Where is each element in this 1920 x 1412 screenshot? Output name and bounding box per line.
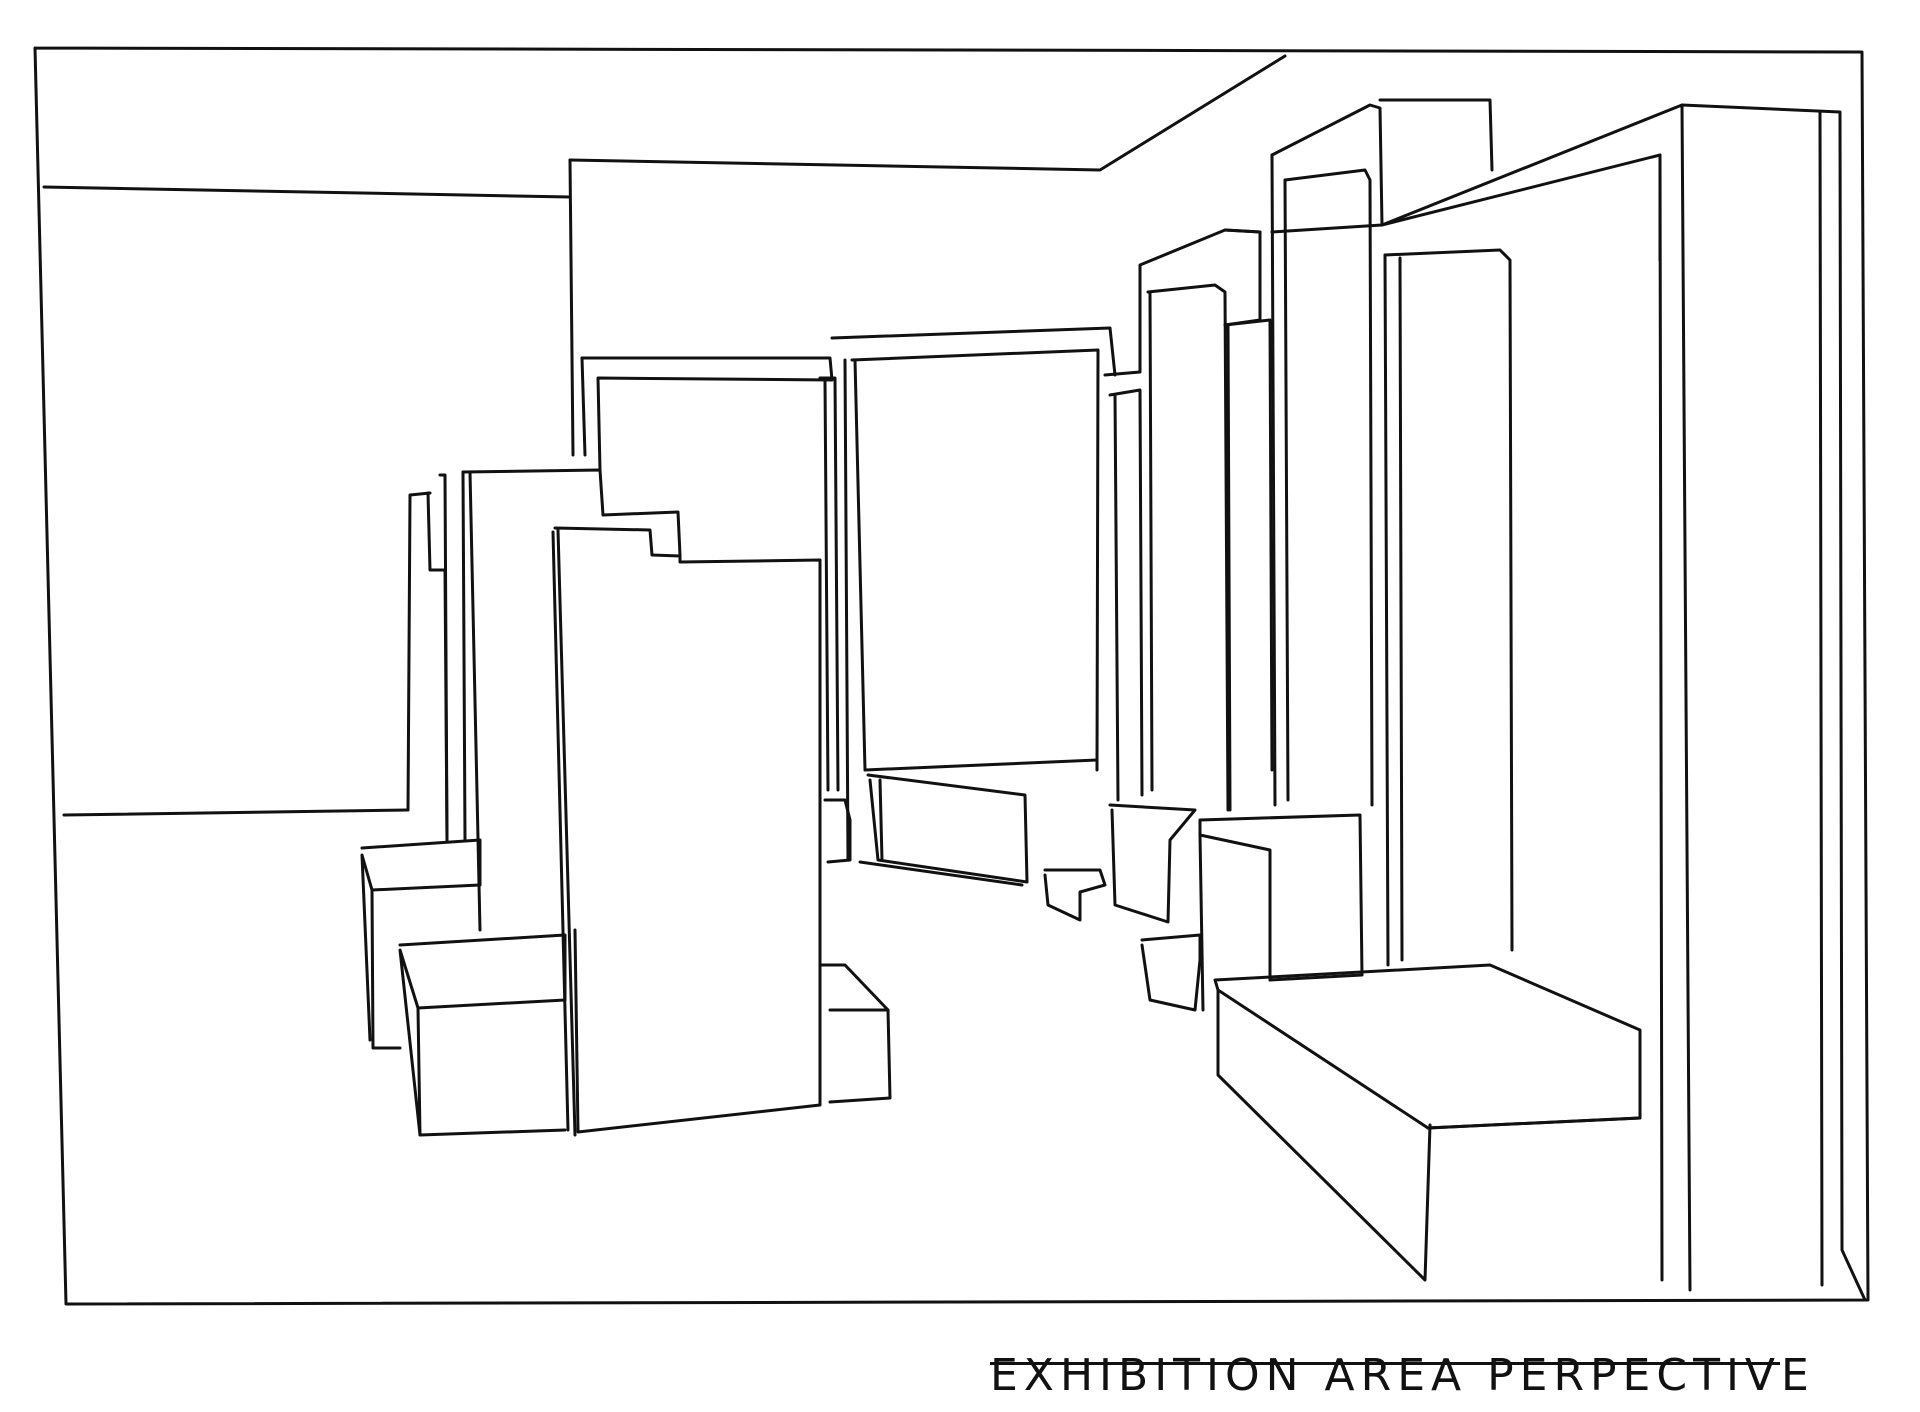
alcove-2-right bbox=[1223, 318, 1274, 772]
left-panel-back-1 bbox=[406, 491, 432, 812]
left-panel-mid-left-2 bbox=[461, 470, 467, 842]
right-bench-base bbox=[1426, 1116, 1642, 1130]
left-wall-top-line bbox=[42, 185, 572, 199]
alcove-4-inner-top bbox=[1383, 248, 1514, 952]
alcove-4-inner-post bbox=[1398, 256, 1404, 962]
front-panel-left-edge-2 bbox=[551, 530, 570, 1132]
step-2 bbox=[1140, 933, 1202, 1012]
central-opening-inner bbox=[850, 348, 1100, 772]
front-panel-left-edge bbox=[556, 528, 577, 1137]
left-panel-back-3 bbox=[438, 473, 449, 842]
central-platform bbox=[866, 773, 1029, 884]
left-wall-bottom-line bbox=[62, 808, 410, 817]
left-panel-mid-left bbox=[468, 470, 482, 932]
right-bench bbox=[1213, 963, 1642, 1130]
back-doorway-right-frame bbox=[818, 376, 840, 792]
caption-underline bbox=[990, 1362, 1780, 1365]
back-wall-left-edge bbox=[568, 158, 575, 457]
right-mid-block bbox=[1198, 813, 1364, 982]
central-small-block bbox=[823, 798, 852, 864]
right-tall-frame bbox=[1380, 103, 1867, 1302]
left-front-block-edge bbox=[416, 1006, 422, 1137]
right-mid-block-edge bbox=[1198, 833, 1205, 1012]
alcove-3-post-2 bbox=[1283, 178, 1290, 802]
central-opening-top bbox=[830, 326, 1117, 377]
right-bench-front bbox=[1216, 988, 1432, 1282]
front-panel-base bbox=[818, 963, 892, 1104]
back-wall-inner-edge bbox=[580, 356, 587, 457]
alcove-1-post-b bbox=[1113, 393, 1120, 802]
step-1 bbox=[1108, 803, 1197, 924]
step-3 bbox=[1043, 868, 1107, 922]
right-tall-front-edge bbox=[1818, 110, 1824, 1287]
alcove-1-inner bbox=[1146, 283, 1230, 812]
alcove-3-frame bbox=[1270, 103, 1384, 234]
central-platform-edge bbox=[878, 778, 884, 862]
alcove-3-cap bbox=[1378, 98, 1494, 172]
alcove-2-frame bbox=[1223, 228, 1262, 327]
frame-border bbox=[33, 46, 1870, 1306]
alcove-1-post bbox=[1148, 290, 1154, 792]
alcove-3-inner bbox=[1283, 168, 1374, 807]
alcove-1-side bbox=[1108, 388, 1144, 797]
left-low-block bbox=[370, 888, 402, 1050]
alcove-4-left-post bbox=[1383, 253, 1390, 967]
alcove-2-post bbox=[1226, 323, 1232, 812]
back-doorway-left bbox=[580, 356, 834, 472]
left-panel-mid bbox=[461, 468, 682, 557]
alcove-1-frame bbox=[1103, 228, 1262, 377]
alcove-3-post bbox=[1270, 153, 1277, 807]
back-doorway-post bbox=[823, 378, 830, 792]
central-opening-left-post bbox=[843, 358, 850, 862]
left-low-block-back bbox=[360, 838, 482, 1042]
right-tall-inner-2 bbox=[1658, 153, 1664, 1282]
ceiling-line bbox=[568, 54, 1287, 172]
central-platform-front bbox=[858, 860, 1024, 887]
central-opening-left-post-2 bbox=[853, 358, 867, 772]
front-panel bbox=[553, 526, 822, 1134]
central-floor-edge bbox=[863, 758, 1099, 772]
right-tall-inner bbox=[1680, 103, 1692, 1292]
drawing-caption: EXHIBITION AREA PERPECTIVE bbox=[990, 1350, 1815, 1401]
left-front-block bbox=[398, 933, 567, 1137]
